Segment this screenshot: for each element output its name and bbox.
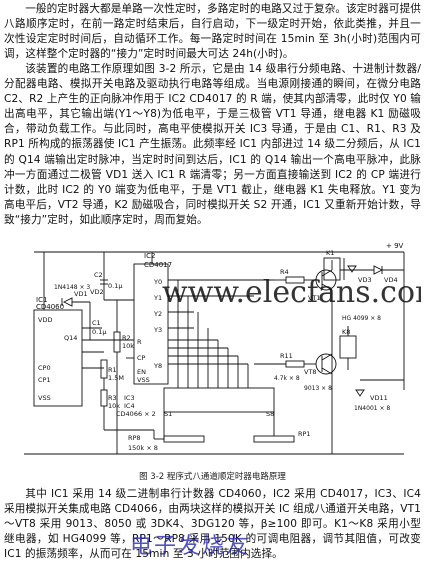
label-r4: R4 <box>280 268 289 276</box>
label-vt1: VT1 <box>308 294 321 302</box>
label-y0: Y0 <box>153 278 162 286</box>
ic1-block <box>33 309 83 407</box>
label-r11-value: 4.7k × 8 <box>274 375 300 382</box>
ic2-block <box>133 263 169 385</box>
label-q14: Q14 <box>64 334 77 342</box>
label-cp1: CP1 <box>38 376 51 384</box>
label-r11: R11 <box>280 352 293 360</box>
label-vd-part: 1N4148 × 3 <box>54 284 90 291</box>
label-vd3: VD3 <box>358 276 372 284</box>
label-vt-part: 9013 × 8 <box>304 385 332 392</box>
figure-caption: 图 3-2 程序式八通道顺定时器电路原理 <box>139 472 286 482</box>
label-vd11-part: 1N4001 × 8 <box>354 405 390 412</box>
label-k1: K1 <box>326 249 334 257</box>
label-r2-value: 10k <box>122 342 134 350</box>
label-cp0: CP0 <box>38 364 51 372</box>
label-ic2-r: R <box>137 338 142 346</box>
watermark-elecfans: www.elecfans.com <box>162 275 421 310</box>
label-vd2: VD2 <box>90 288 104 296</box>
label-vd11: VD11 <box>370 394 388 402</box>
label-ic2-vss: VSS <box>137 376 150 384</box>
label-ic3: IC3 <box>124 394 135 402</box>
label-ic34-part: CD4066 × 2 <box>116 410 156 418</box>
circuit-schematic: IC1 CD4060 VDD CP0 CP1 VSS Q14 VD1 C1 0.… <box>24 242 421 455</box>
label-rp-value: 150k × 8 <box>128 444 158 452</box>
label-r1-value: 1.5M <box>108 374 124 382</box>
label-k8: K8 <box>342 328 350 336</box>
label-y1: Y1 <box>153 294 162 302</box>
label-ic1-part: CD4060 <box>36 303 64 311</box>
label-rp1: RP1 <box>298 430 311 438</box>
label-r1: R1 <box>108 366 117 374</box>
label-ic2-part: CD4017 <box>144 261 172 269</box>
label-supply: + 9V <box>386 242 404 250</box>
label-c1: C1 <box>92 319 101 327</box>
label-ic4: IC4 <box>124 402 135 410</box>
label-c2: C2 <box>94 271 103 279</box>
intro-paragraph: 一般的定时器大都是单路一次性定时，多路定时的电路又过于复杂。该定时器可提供八路顺… <box>4 3 421 61</box>
label-c2-value: 0.1μ <box>108 282 122 290</box>
label-vd4: VD4 <box>384 276 398 284</box>
label-ic2-en: EN <box>137 368 146 376</box>
label-ic1: IC1 <box>36 296 47 304</box>
label-ic1-vss: VSS <box>38 394 51 402</box>
label-c1-value: 0.1μ <box>92 328 106 336</box>
label-r2: R2 <box>122 334 131 342</box>
label-s8: S8 <box>266 410 274 418</box>
label-y3: Y3 <box>153 326 162 334</box>
label-y2: Y2 <box>153 310 162 318</box>
label-r3: R3 <box>108 394 117 402</box>
label-r3-value: 10k <box>108 402 120 410</box>
parts-paragraph: 其中 IC1 采用 14 级二进制串行计数器 CD4060，IC2 采用 CD4… <box>4 488 421 561</box>
label-vd1: VD1 <box>74 290 88 298</box>
watermark-cn: 电子发烧友 <box>130 534 251 559</box>
label-k-part: HG 4099 × 8 <box>342 315 381 322</box>
label-rp8: RP8 <box>128 434 141 442</box>
ic34-block <box>163 387 275 413</box>
label-ic2-cp: CP <box>137 354 146 362</box>
label-ic1-vdd: VDD <box>38 316 52 324</box>
label-s1: S1 <box>164 410 172 418</box>
principle-paragraph: 该装置的电路工作原理如图 3-2 所示，它是由 14 级串行分频电路、十进制计数… <box>4 63 421 226</box>
label-ic2: IC2 <box>144 252 155 260</box>
label-vt8: VT8 <box>304 368 317 376</box>
label-y8: Y8 <box>153 362 162 370</box>
